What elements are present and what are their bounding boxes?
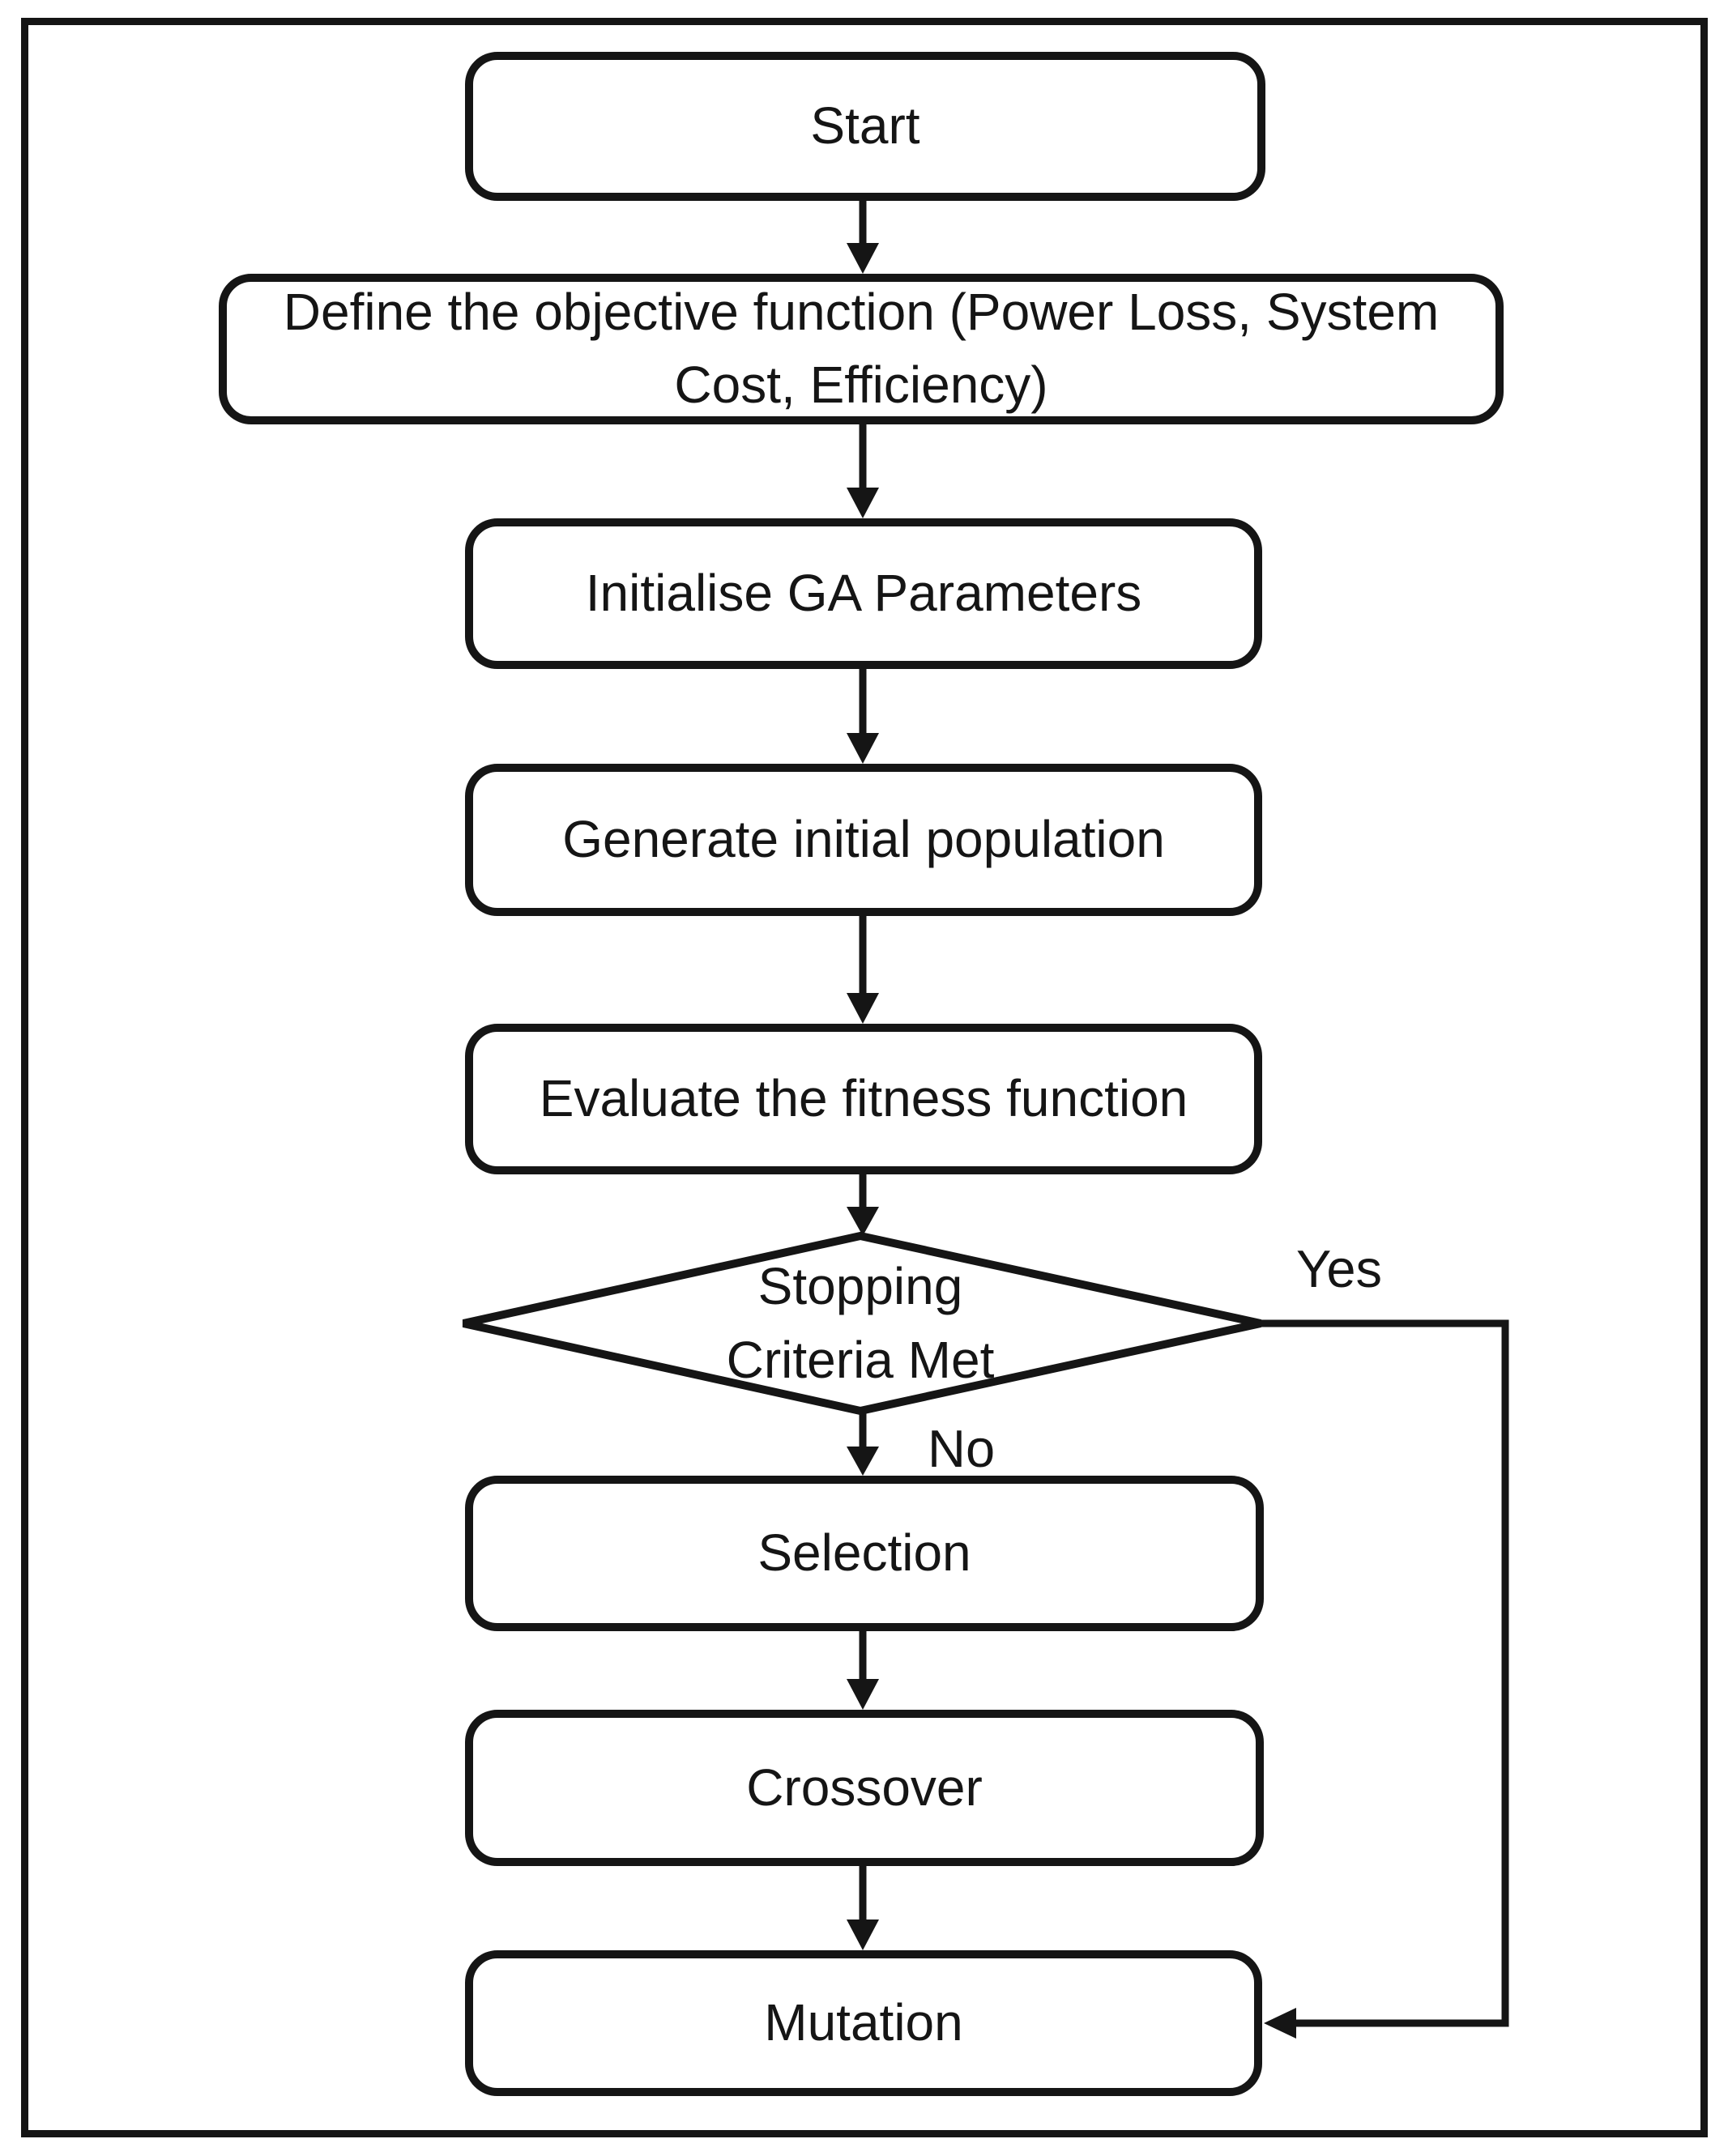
arrowhead-icon xyxy=(1264,2008,1296,2039)
node-selection-label: Selection xyxy=(757,1523,971,1583)
edge-crossover-to-mutation xyxy=(847,1866,879,1950)
node-evaluate-fitness-function: Evaluate the fitness function xyxy=(465,1024,1262,1174)
arrowhead-icon xyxy=(847,243,879,274)
node-start-label: Start xyxy=(810,96,920,156)
edge-decision-no-to-selection xyxy=(847,1411,879,1476)
arrowhead-icon xyxy=(847,1447,879,1476)
arrowhead-icon xyxy=(847,1207,879,1236)
diagram-border xyxy=(21,18,1708,2137)
arrowhead-icon xyxy=(847,733,879,764)
node-generate-initial-population: Generate initial population xyxy=(465,764,1262,916)
arrowhead-icon xyxy=(847,1920,879,1950)
node-initialise-ga-parameters: Initialise GA Parameters xyxy=(465,518,1262,669)
arrowhead-icon xyxy=(847,1679,879,1710)
node-evaluate-fitness-function-label: Evaluate the fitness function xyxy=(539,1069,1188,1128)
edge-label-yes: Yes xyxy=(1296,1239,1383,1298)
arrowhead-icon xyxy=(847,488,879,518)
node-initialise-ga-parameters-label: Initialise GA Parameters xyxy=(585,564,1142,623)
node-crossover-label: Crossover xyxy=(746,1758,983,1817)
node-crossover: Crossover xyxy=(465,1710,1264,1866)
edge-define-to-initialise xyxy=(847,424,879,518)
node-start: Start xyxy=(465,52,1265,201)
node-stopping-criteria-label: Stopping Criteria Met xyxy=(617,1246,1103,1401)
node-selection: Selection xyxy=(465,1476,1264,1631)
stopping-criteria-line1: Stopping xyxy=(757,1257,963,1316)
node-mutation-label: Mutation xyxy=(764,1993,963,2052)
edge-decision-yes-to-mutation xyxy=(1261,1319,1509,2039)
edge-label-no: No xyxy=(928,1419,996,1478)
arrowhead-icon xyxy=(847,993,879,1024)
edge-initialise-to-generate xyxy=(847,669,879,764)
stopping-criteria-line2: Criteria Met xyxy=(726,1331,995,1389)
edge-generate-to-evaluate xyxy=(847,916,879,1024)
edge-selection-to-crossover xyxy=(847,1631,879,1710)
edge-start-to-define xyxy=(847,201,879,274)
node-define-objective-label: Define the objective function (Power Los… xyxy=(283,283,1440,414)
node-generate-initial-population-label: Generate initial population xyxy=(562,810,1165,869)
node-mutation: Mutation xyxy=(465,1950,1262,2096)
node-define-objective: Define the objective function (Power Los… xyxy=(219,274,1504,424)
edge-evaluate-to-decision xyxy=(847,1174,879,1236)
